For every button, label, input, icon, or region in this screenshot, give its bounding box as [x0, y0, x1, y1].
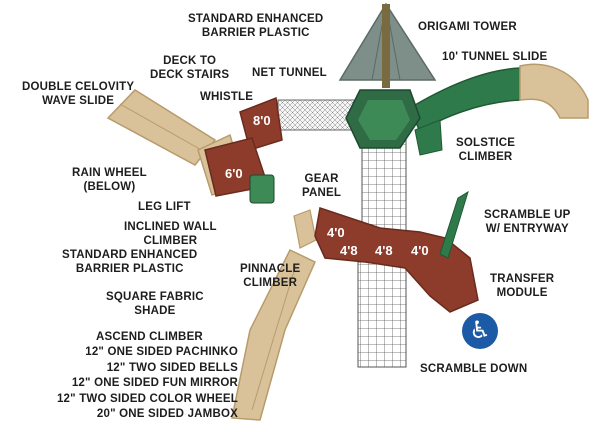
gear-panel-piece	[293, 209, 317, 249]
label-net-tunnel: NET TUNNEL	[252, 67, 327, 79]
ascend-item: 12" ONE SIDED FUN MIRROR	[71, 377, 238, 389]
net-tunnel	[277, 99, 359, 131]
ascend-title: ASCEND CLIMBER	[96, 331, 203, 343]
scramble-up-climber	[439, 190, 469, 259]
scramble-net-lower	[357, 261, 407, 368]
label-square-shade: SQUARE FABRIC SHADE	[106, 291, 204, 317]
deck-label-c: 4'8	[375, 243, 393, 258]
label-rain-wheel: RAIN WHEEL (BELOW)	[72, 167, 147, 193]
label-origami-tower: ORIGAMI TOWER	[418, 21, 517, 33]
label-barrier-top: STANDARD ENHANCED BARRIER PLASTIC	[188, 13, 324, 39]
label-deck-stairs: DECK TO DECK STAIRS	[150, 55, 230, 81]
label-pinnacle: PINNACLE CLIMBER	[240, 263, 301, 289]
solstice-climber	[414, 119, 443, 156]
deck-8ft	[239, 96, 283, 151]
label-double-wave: DOUBLE CELOVITY WAVE SLIDE	[22, 81, 135, 107]
label-solstice: SOLSTICE CLIMBER	[456, 137, 516, 163]
ascend-item: 12" TWO SIDED COLOR WHEEL	[56, 392, 238, 405]
wheelchair-icon: ♿	[462, 313, 498, 349]
ascend-item: 20" ONE SIDED JAMBOX	[96, 408, 238, 420]
label-tunnel-slide: 10' TUNNEL SLIDE	[442, 51, 548, 63]
label-scramble-up: SCRAMBLE UP W/ ENTRYWAY	[484, 209, 571, 235]
deck-label-b: 4'8	[340, 243, 358, 258]
label-transfer: TRANSFER MODULE	[490, 273, 555, 299]
ascend-item: 12" ONE SIDED PACHINKO	[85, 346, 238, 358]
label-inclined-wall: INCLINED WALL CLIMBER	[124, 221, 217, 247]
ascend-item: 12" TWO SIDED BELLS	[106, 361, 238, 374]
label-gear-panel: GEAR PANEL	[302, 173, 342, 199]
rain-wheel-panel	[249, 174, 275, 204]
label-whistle: WHISTLE	[200, 91, 254, 103]
deck-label-8ft: 8'0	[253, 113, 271, 128]
label-leg-lift: LEG LIFT	[138, 201, 191, 213]
deck-label-a: 4'0	[327, 225, 345, 240]
label-scramble-down: SCRAMBLE DOWN	[420, 363, 528, 375]
long-curvy-slide	[231, 249, 316, 421]
deck-label-d: 4'0	[411, 243, 429, 258]
lower-deck-chain	[314, 207, 479, 313]
label-barrier-mid: STANDARD ENHANCED BARRIER PLASTIC	[62, 249, 198, 275]
deck-label-6ft: 6'0	[225, 166, 243, 181]
